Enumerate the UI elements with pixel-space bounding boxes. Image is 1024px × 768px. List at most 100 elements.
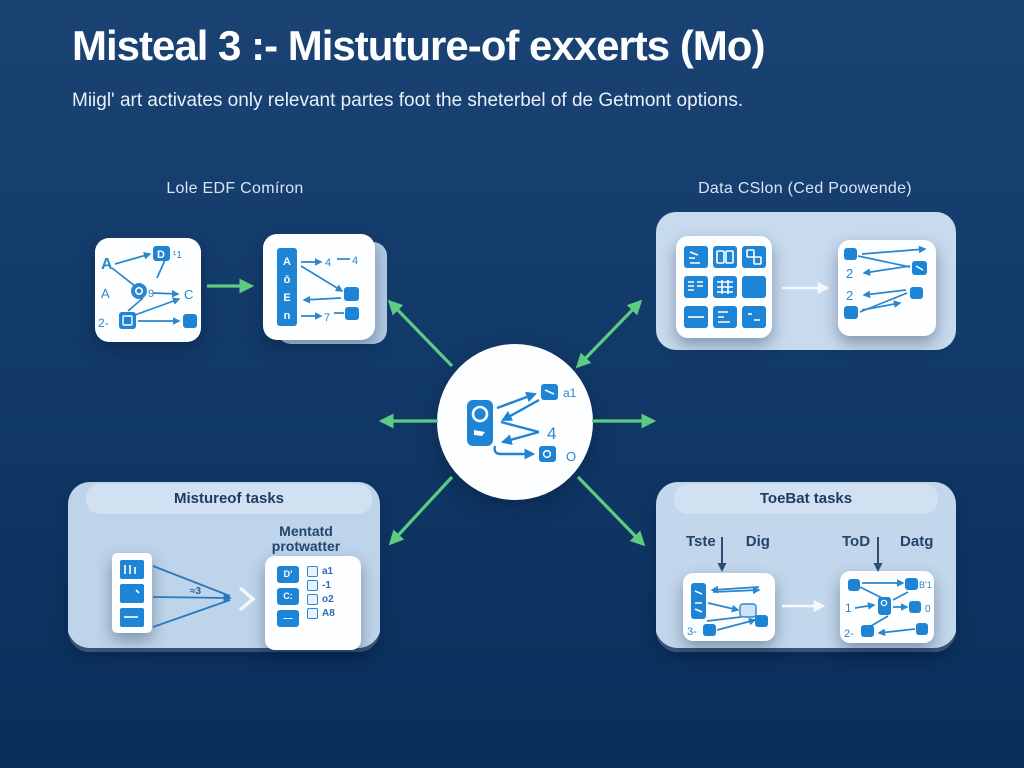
bottom-left-box-tokens [112,553,152,633]
top-route-label: a1 [563,386,577,400]
flag-glyph-icon [474,430,485,436]
score-row: A8 [307,608,335,619]
col-letter-1: A [283,256,291,268]
chip-glyph [880,599,888,607]
top-right-box-grid [676,236,772,338]
row3-num: 2 [846,288,853,303]
sublabel-line2: protwatter [271,538,341,555]
tiny-square-icon [307,580,318,591]
pair1-right: Dig [745,533,770,550]
two-glyph: 2- [98,316,109,330]
score-row: -1 [307,580,335,591]
token-column-icon [277,248,297,326]
bottom-expert-chip-icon [539,446,556,462]
row2-num: 2 [846,266,853,281]
grid-cell-glyphs [688,249,762,323]
pair1-left: Tste [686,533,716,550]
routing-arrows [493,391,540,460]
pair-label-1: Tste Dig [686,533,770,550]
bottom-right-box-1: 3- [683,573,775,641]
score-text: o2 [322,594,334,605]
letter-a-bold: A [101,256,113,273]
score-text: -1 [322,580,331,591]
bar-glyphs [694,590,703,613]
bottom-chip-icon [345,307,359,320]
folder-chip-icon [739,603,757,618]
chip-icon [909,601,921,613]
top-left-box-1: A D ¹1 A 9 C 2- [95,238,201,342]
col-letter-3: E [283,292,290,304]
data-grid-icon [684,246,766,328]
r3-num: 7 [324,312,330,324]
doodle-arrows [706,585,761,631]
page-subtitle: Miigl' art activates only relevant parte… [72,90,744,111]
r1-num-a: 4 [325,257,331,269]
token-bar-icon [691,583,706,619]
letter-a: A [101,286,110,301]
sublabel-line1: Mentatd [279,523,333,539]
r1-num-b: 4 [352,255,358,267]
pair-label-2: ToD Datg [842,533,933,550]
node-circle-inner [134,286,143,295]
token-stack-icon [120,560,144,627]
mr-label: 0 [925,604,931,615]
doodle-arrows [854,579,916,637]
top-left-box-2: A ō E n 4 4 7 [263,234,375,340]
node-circle-icon [131,283,147,299]
mid-chip-icon [344,287,359,301]
chip-glyph [542,449,552,459]
tiny-square-icon [307,566,318,577]
score-text: a1 [322,566,334,577]
n2-label: 2- [844,628,854,640]
label-top-left-section: Lole EDF Comíron [166,180,304,197]
routed-output-icon: 2 2 [844,245,927,319]
pair2-left: ToD [842,533,871,550]
square-chip-inner [122,315,133,326]
chip-icon [848,579,860,591]
small-chip-icon [183,314,197,328]
letter-c: C [184,287,193,302]
tiny-square-icon [307,594,318,605]
bottom-left-header: Mistureof tasks [86,484,372,514]
bottom-right-box-2: B'1 1 0 2- [840,571,934,643]
center-router-circle: a1 4 O [437,344,593,500]
sup-label: ¹1 [173,250,182,261]
n1-label: 1 [845,601,852,615]
bottom-left-sublabel: Mentatd protwatter [248,523,364,555]
doodle-arrows [300,258,350,320]
folder-chip-icon [844,306,858,319]
col-letter-4: n [284,310,291,322]
bottom-right-header: ToeBat tasks [674,484,938,514]
routing-doodle-icon: A ō E n 4 4 7 [277,248,359,326]
o-glyph-icon [471,405,489,423]
mid-route-label: 4 [547,424,556,443]
chip-icon [703,624,716,636]
token-glyphs [124,565,140,618]
chip-icon [861,625,874,637]
score-row: a1 [307,566,335,577]
task-graph-icon: 3- [687,583,768,638]
expert-chip-column: D' C: — [277,566,299,650]
pair2-right: Datg [900,533,934,550]
bottom-route-label: O [566,449,576,464]
chip-glyph [544,389,555,395]
router-doodle-icon: a1 4 O [467,384,577,464]
page-title: Misteal 3 :- Mistuture-of exxerts (Mo) [72,22,765,69]
label-top-right-section: Data CSlon (Ced Poowende) [698,180,912,197]
chip-icon [916,623,928,635]
expert-score-column: a1 -1 o2 A8 [307,566,335,650]
expert-chip: — [277,610,299,627]
score-row: o2 [307,594,335,605]
flag-chip-icon [844,248,857,260]
expert-chip: D' [277,566,299,583]
nine-glyph: 9 [148,288,154,300]
num-label: 3- [687,626,697,638]
square-chip-icon [119,312,136,329]
graph-doodle-icon: A D ¹1 A 9 C 2- [98,246,197,330]
chip-icon [755,615,768,627]
expert-chip: C: [277,588,299,605]
top-right-box-routed: 2 2 [838,240,936,336]
doodle-arrows [111,252,181,325]
score-text: A8 [322,608,335,619]
